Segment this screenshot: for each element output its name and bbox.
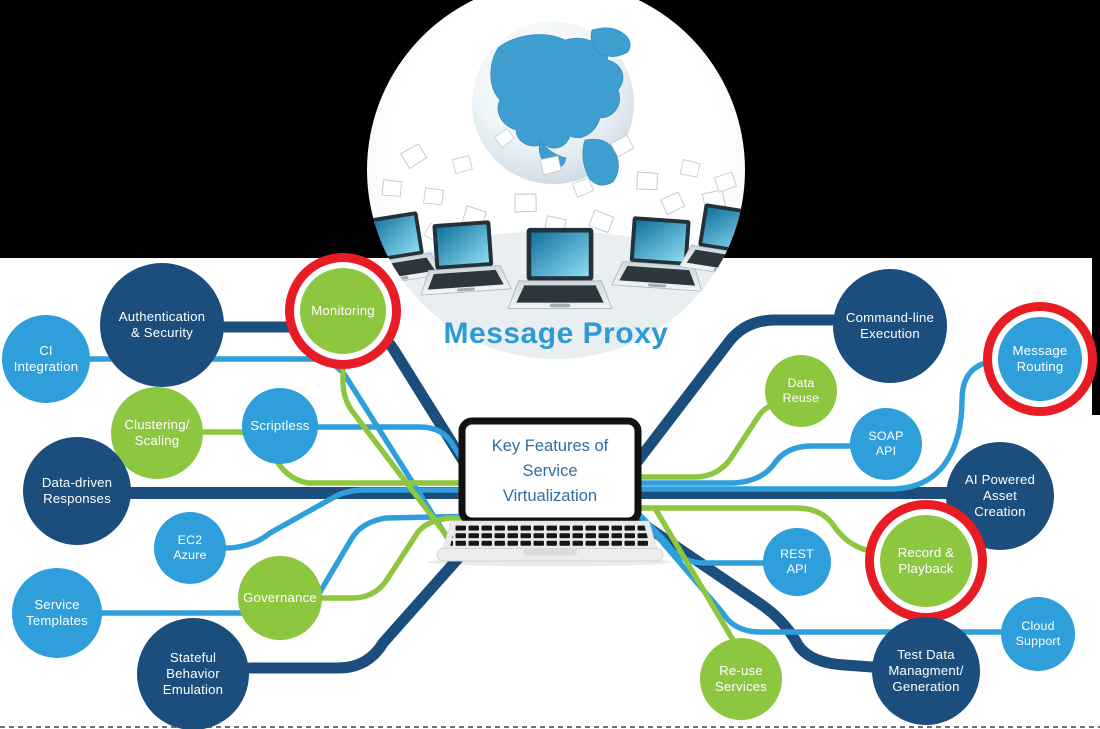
- globe-illustration: [472, 22, 634, 186]
- bubble-label: Test Data Managment/ Generation: [888, 647, 964, 694]
- header-photo-disc: [367, 0, 745, 359]
- bubble-label: Record & Playback: [897, 545, 955, 576]
- bubble-data-driven-responses: Data-driven Responses: [23, 437, 131, 545]
- bubble-label: Message Routing: [1012, 343, 1068, 374]
- bubble-clustering-scaling: Clustering/ Scaling: [111, 387, 203, 479]
- bubble-label: Re-use Services: [714, 663, 768, 694]
- bubble-label: Service Templates: [26, 597, 88, 628]
- bubble-label: CI Integration: [13, 343, 79, 374]
- bubble-label: REST API: [780, 547, 814, 576]
- bubble-stateful-behavior-emulation: Stateful Behavior Emulation: [137, 618, 249, 729]
- link-monitoring: [340, 353, 465, 559]
- bubble-label: Command-line Execution: [845, 310, 935, 341]
- bubble-label: Monitoring: [311, 303, 375, 319]
- laptop-screen-text: Key Features of Service Virtualization: [491, 437, 609, 505]
- bubble-label: Governance: [243, 590, 317, 606]
- bubble-command-line-execution: Command-line Execution: [833, 269, 947, 383]
- bubble-record-playback: Record & Playback: [880, 515, 972, 607]
- laptop-illustration: [428, 417, 672, 567]
- link-reuse-services: [653, 507, 739, 648]
- bubble-label: AI Powered Asset Creation: [964, 472, 1036, 519]
- link-record-playback: [613, 505, 889, 557]
- connector-lines: [85, 314, 1003, 674]
- header-caption: Message Proxy: [443, 317, 669, 350]
- bubble-soap-api: SOAP API: [850, 408, 922, 480]
- bubble-reuse-services: Re-use Services: [700, 638, 782, 720]
- link-soap-api: [613, 443, 853, 486]
- bubble-label: SOAP API: [868, 429, 904, 458]
- link-ec2-azure: [221, 487, 533, 551]
- bubble-ec2-azure: EC2 Azure: [154, 512, 226, 584]
- continent-north-america: [490, 34, 624, 149]
- continent-greenland: [590, 27, 631, 57]
- bubble-label: Clustering/ Scaling: [124, 417, 190, 448]
- bubble-rest-api: REST API: [763, 528, 831, 596]
- link-cloud-support: [649, 527, 1003, 635]
- link-stateful-behavior: [244, 539, 476, 674]
- bubble-authentication-security: Authentication & Security: [100, 263, 224, 387]
- bubble-governance: Governance: [238, 556, 322, 640]
- bubble-message-routing: Message Routing: [998, 317, 1082, 401]
- bubble-label: Cloud Support: [1015, 619, 1061, 648]
- laptop-trackpad: [523, 548, 577, 556]
- bubble-test-data-management: Test Data Managment/ Generation: [872, 617, 980, 725]
- link-message-routing: [613, 358, 999, 492]
- bubble-label: Data-driven Responses: [41, 475, 113, 506]
- link-command-line-execution: [602, 314, 841, 506]
- link-governance: [319, 515, 493, 601]
- bubble-label: Data Reuse: [782, 376, 820, 405]
- bubble-label: Scriptless: [250, 418, 310, 434]
- bubble-label: Stateful Behavior Emulation: [162, 650, 224, 697]
- bubble-cloud-support: Cloud Support: [1001, 597, 1075, 671]
- bubble-label: EC2 Azure: [173, 533, 207, 562]
- bubble-monitoring: Monitoring: [300, 268, 386, 354]
- bubble-ci-integration: CI Integration: [2, 315, 90, 403]
- link-ci-integration: [85, 356, 455, 548]
- bubble-scriptless: Scriptless: [242, 388, 318, 464]
- bubble-label: Authentication & Security: [118, 309, 206, 340]
- bubble-data-reuse: Data Reuse: [765, 355, 837, 427]
- bubble-service-templates: Service Templates: [12, 568, 102, 658]
- link-test-data-management: [609, 499, 891, 674]
- bubble-ai-powered-asset-creation: AI Powered Asset Creation: [946, 442, 1054, 550]
- continent-south-america: [582, 138, 619, 186]
